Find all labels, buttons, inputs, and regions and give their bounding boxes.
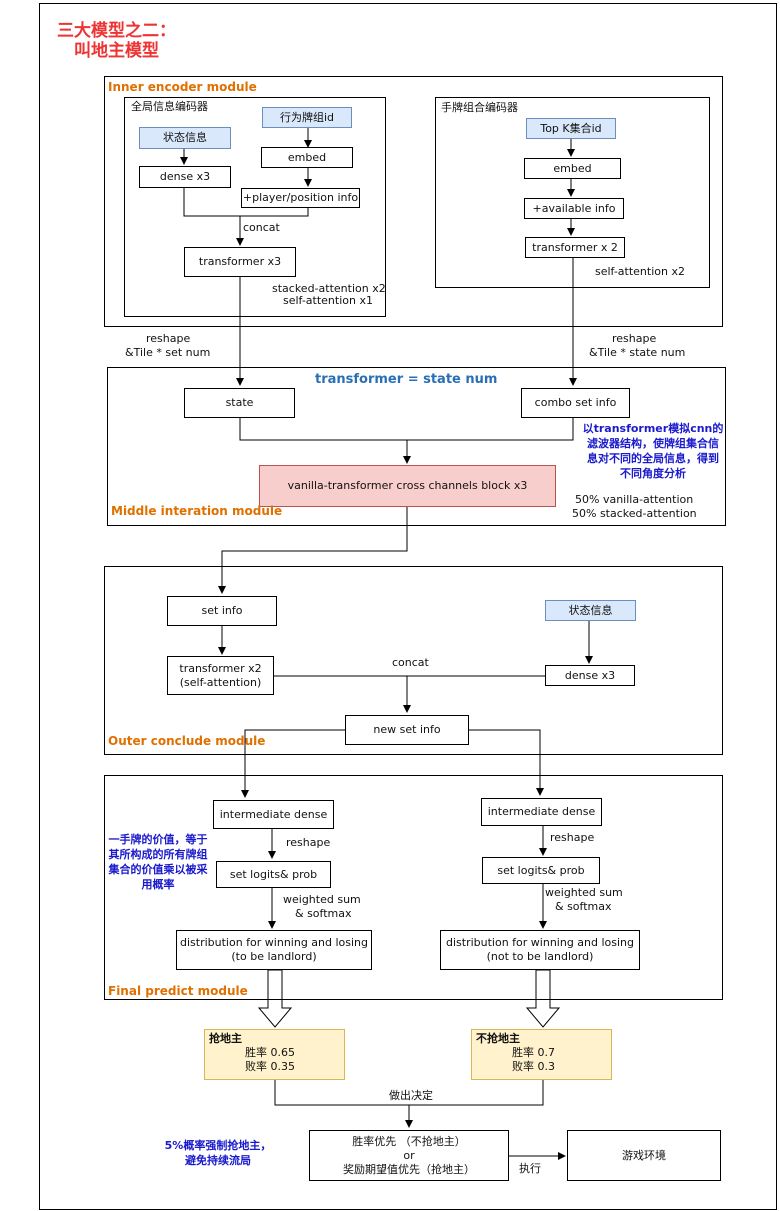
action-id-node: 行为牌组id: [262, 107, 352, 128]
force-grab-note: 5%概率强制抢地主，避免持续流局: [164, 1139, 272, 1167]
block-arrow-right: [525, 969, 561, 1028]
page-title-line1: 三大模型之二：: [57, 21, 176, 41]
no-grab-landlord-win: 胜率 0.7: [512, 1046, 555, 1059]
left-set-logits-node: set logits& prob: [216, 861, 331, 888]
decision-label: 做出决定: [389, 1089, 433, 1102]
left-reshape-label: reshape: [286, 836, 331, 849]
right-distribution-line1: distribution for winning and losing: [445, 936, 635, 949]
inner-encoder-module: [104, 76, 723, 327]
global-state-info-node: 状态信息: [139, 127, 231, 149]
outer-concat-label: concat: [392, 656, 429, 669]
middle-module-label: Middle interation module: [111, 504, 283, 518]
player-info-node: +player/position info: [241, 188, 360, 208]
state-node: state: [184, 388, 295, 418]
no-grab-landlord-lose: 败率 0.3: [512, 1060, 555, 1073]
left-distribution-line2: (to be landlord): [231, 950, 317, 963]
stacked-attention-note: stacked-attention x2: [272, 282, 386, 295]
available-info-node: +available info: [524, 198, 624, 219]
hand-value-note: 一手牌的价值，等于其所构成的所有牌组集合的价值乘以被采用概率: [108, 833, 208, 891]
left-distribution-line1: distribution for winning and losing: [179, 936, 369, 949]
outer-transformer-line2: (self-attention): [179, 675, 262, 689]
left-weighted-sum: weighted sum: [283, 893, 361, 906]
game-environment-node: 游戏环境: [567, 1130, 721, 1181]
hand-encoder-title: 手牌组合编码器: [441, 101, 518, 114]
grab-landlord-win: 胜率 0.65: [245, 1046, 295, 1059]
right-softmax: & softmax: [555, 900, 612, 913]
execute-label: 执行: [519, 1162, 541, 1175]
right-set-logits-node: set logits& prob: [482, 857, 600, 884]
page-frame: [39, 3, 777, 1210]
hand-embed-node: embed: [524, 158, 621, 179]
middle-interation-module: [107, 367, 726, 526]
global-concat-label: concat: [243, 221, 280, 234]
global-encoder-title: 全局信息编码器: [131, 100, 208, 113]
vanilla-transformer-node: vanilla-transformer cross channels block…: [259, 465, 556, 507]
edge-newset-to-left: [241, 729, 345, 798]
no-grab-landlord-title: 不抢地主: [476, 1032, 520, 1045]
choice-line3: 奖励期望值优先（抢地主）: [343, 1162, 475, 1176]
right-distribution-node: distribution for winning and losing (not…: [440, 930, 640, 970]
right-intermediate-dense: intermediate dense: [481, 798, 602, 826]
reshape-right-line1: reshape: [612, 332, 657, 345]
edge-concat-join: [183, 188, 309, 217]
set-info-node: set info: [167, 596, 277, 626]
choice-line2: or: [403, 1148, 415, 1162]
block-arrow-left: [257, 969, 293, 1028]
grab-landlord-lose: 败率 0.35: [245, 1060, 295, 1073]
cnn-analogy-note: 以transformer模拟cnn的滤波器结构，使牌组集合信息对不同的全局信息，…: [582, 422, 724, 480]
left-softmax: & softmax: [295, 907, 352, 920]
mix-stacked-label: 50% stacked-attention: [572, 507, 697, 520]
global-embed-node: embed: [261, 147, 353, 168]
topk-id-node: Top K集合id: [526, 118, 616, 139]
outer-transformer-line1: transformer x2: [179, 661, 262, 675]
left-intermediate-dense: intermediate dense: [213, 800, 334, 829]
outer-module-label: Outer conclude module: [108, 734, 266, 748]
outer-conclude-module: [104, 566, 723, 755]
combo-set-info-node: combo set info: [521, 388, 630, 418]
right-distribution-line2: (not to be landlord): [486, 950, 594, 963]
global-encoder-frame: [124, 97, 386, 317]
hand-transformer-node: transformer x 2: [525, 237, 625, 258]
hand-encoder-frame: [435, 97, 710, 288]
reshape-right-line2: &Tile * state num: [589, 346, 686, 359]
grab-landlord-title: 抢地主: [209, 1032, 242, 1045]
inner-module-label: Inner encoder module: [108, 80, 257, 94]
middle-header: transformer = state num: [315, 372, 498, 387]
outer-dense-node: dense x3: [545, 665, 635, 686]
left-distribution-node: distribution for winning and losing (to …: [176, 930, 372, 970]
edge-vanilla-to-setinfo: [218, 507, 408, 594]
edge-newset-to-right: [469, 729, 544, 796]
reshape-left-line1: reshape: [146, 332, 191, 345]
new-set-info-node: new set info: [345, 715, 469, 745]
right-reshape-label: reshape: [550, 831, 595, 844]
hand-self-attention-note: self-attention x2: [595, 265, 685, 278]
final-predict-module: [104, 775, 723, 1000]
global-dense-node: dense x3: [139, 166, 231, 188]
outer-transformer-node: transformer x2 (self-attention): [167, 656, 274, 695]
choice-node: 胜率优先 （不抢地主） or 奖励期望值优先（抢地主）: [309, 1130, 509, 1181]
reshape-left-line2: &Tile * set num: [125, 346, 211, 359]
right-weighted-sum: weighted sum: [545, 886, 623, 899]
mix-vanilla-label: 50% vanilla-attention: [575, 493, 694, 506]
choice-line1: 胜率优先 （不抢地主）: [352, 1134, 466, 1148]
global-transformer-node: transformer x3: [184, 247, 296, 277]
no-grab-landlord-result: 不抢地主 胜率 0.7 败率 0.3: [471, 1029, 612, 1080]
grab-landlord-result: 抢地主 胜率 0.65 败率 0.35: [204, 1029, 345, 1080]
outer-state-info-node: 状态信息: [545, 600, 636, 621]
page-title-line2: 叫地主模型: [74, 41, 159, 61]
self-attention-note: self-attention x1: [283, 294, 373, 307]
final-module-label: Final predict module: [108, 984, 248, 998]
